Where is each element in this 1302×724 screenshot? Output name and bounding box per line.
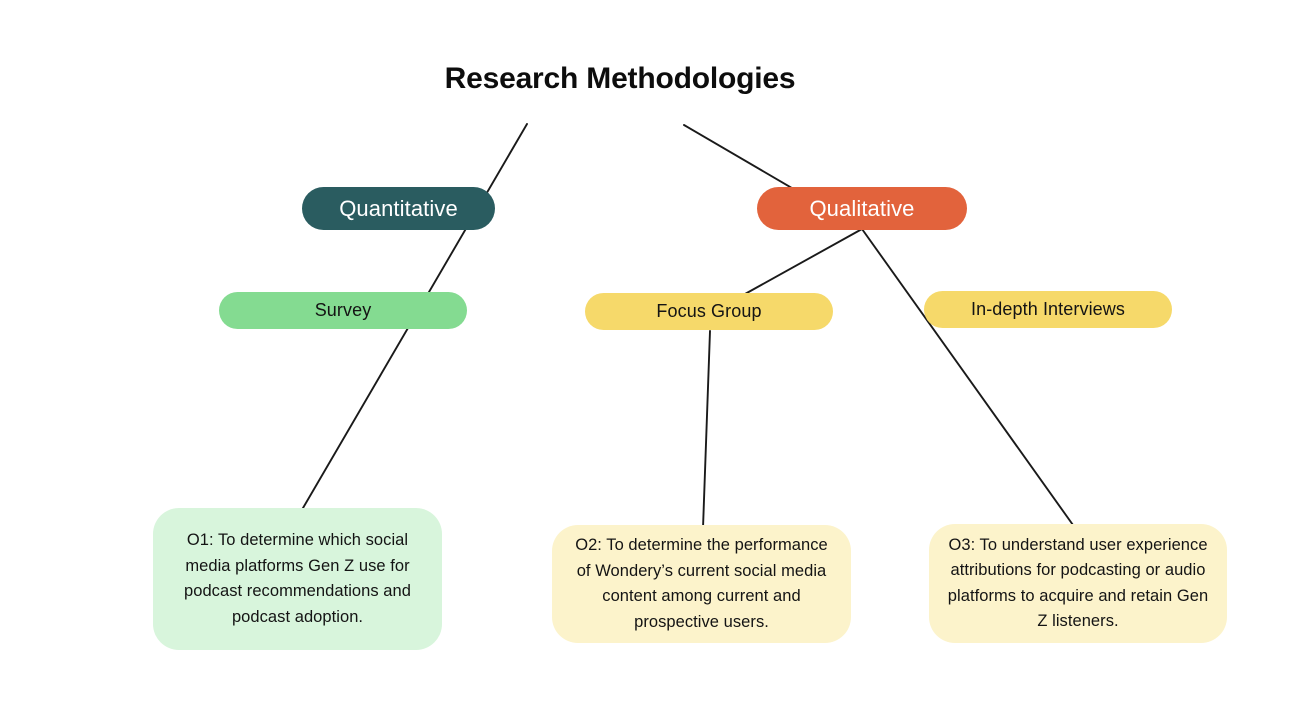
edge-qualitative-interviews [861, 228, 1074, 526]
edge-qualitative-focus-group [744, 228, 863, 295]
node-survey[interactable]: Survey [219, 292, 467, 329]
node-objective-2-label: O2: To determine the performance of Wond… [575, 536, 828, 631]
node-objective-1-label: O1: To determine which social media plat… [184, 531, 411, 626]
node-objective-1[interactable]: O1: To determine which social media plat… [153, 508, 442, 650]
edge-focus-group-objective-2 [702, 330, 711, 529]
page-title: Research Methodologies [444, 62, 796, 95]
node-in-depth-interviews-label: In-depth Interviews [971, 299, 1125, 319]
node-quantitative-label: Quantitative [339, 195, 458, 221]
node-qualitative-label: Qualitative [809, 195, 915, 221]
node-survey-label: Survey [314, 300, 372, 320]
node-objective-2[interactable]: O2: To determine the performance of Wond… [552, 525, 851, 643]
node-quantitative[interactable]: Quantitative [302, 187, 495, 230]
node-objective-3-label: O3: To understand user experience attrib… [947, 535, 1209, 631]
node-in-depth-interviews[interactable]: In-depth Interviews [924, 291, 1172, 328]
node-objective-3[interactable]: O3: To understand user experience attrib… [929, 524, 1227, 643]
node-focus-group-label: Focus Group [656, 301, 762, 321]
node-focus-group[interactable]: Focus Group [585, 293, 833, 330]
node-qualitative[interactable]: Qualitative [757, 187, 967, 230]
